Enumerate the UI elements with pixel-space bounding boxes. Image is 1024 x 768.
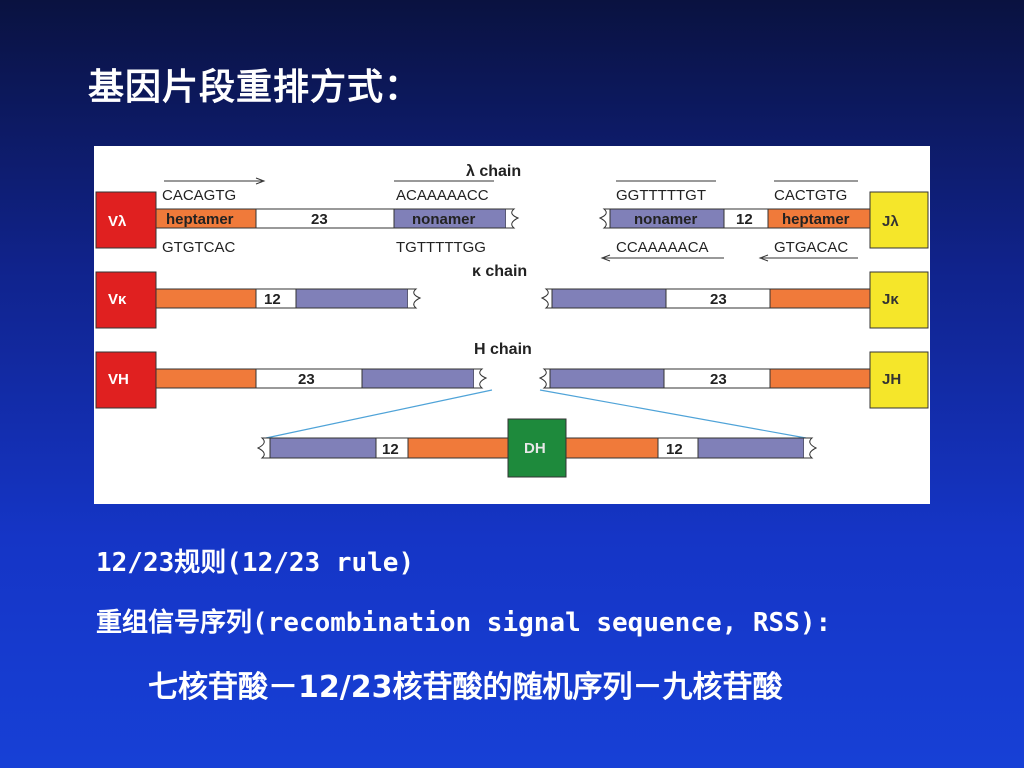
v-kappa-label: Vκ bbox=[108, 291, 127, 308]
arrow-bot-right2-head bbox=[758, 254, 769, 262]
break-lambda-right bbox=[598, 208, 610, 229]
spacer-12-kappa-label: 12 bbox=[264, 291, 281, 308]
break-d-left bbox=[256, 437, 270, 459]
rss-definition: 重组信号序列(recombination signal sequence, RS… bbox=[96, 608, 832, 638]
v-h-label: VH bbox=[108, 371, 129, 388]
j-lambda-segment bbox=[869, 191, 929, 249]
nonamer-right-label: nonamer bbox=[634, 211, 698, 228]
spacer-12-d-right-label: 12 bbox=[666, 441, 683, 458]
heptamer-kappa-left bbox=[155, 288, 257, 309]
v-lambda-segment bbox=[95, 191, 157, 249]
break-kappa-left bbox=[408, 288, 422, 309]
connector-left bbox=[265, 389, 493, 439]
break-h-left bbox=[474, 368, 488, 389]
spacer-23-kappa-label: 23 bbox=[710, 291, 727, 308]
nonamer-h-right bbox=[549, 368, 665, 389]
break-d-right bbox=[804, 437, 818, 459]
kappa-chain-label: κ chain bbox=[472, 263, 527, 280]
seq-top-left: CACAGTG bbox=[162, 187, 236, 204]
j-h-label: JH bbox=[882, 371, 901, 388]
nonamer-left-label: nonamer bbox=[412, 211, 476, 228]
nonamer-kappa-left bbox=[295, 288, 409, 309]
seq-top-right1: GGTTTTTGT bbox=[616, 187, 706, 204]
heptamer-d-left bbox=[407, 437, 509, 459]
connector-right bbox=[539, 389, 807, 439]
nonamer-d-right bbox=[697, 437, 805, 459]
break-kappa-right bbox=[540, 288, 552, 309]
rule-text: 12/23规则(12/23 rule) bbox=[96, 548, 415, 578]
heptamer-kappa-right bbox=[769, 288, 871, 309]
nonamer-h-left bbox=[361, 368, 475, 389]
heptamer-right-label: heptamer bbox=[782, 211, 850, 228]
d-h-segment bbox=[507, 418, 567, 478]
spacer-23-h-left-label: 23 bbox=[298, 371, 315, 388]
j-lambda-label: Jλ bbox=[882, 213, 899, 230]
break-h-right bbox=[538, 368, 550, 389]
slide-title: 基因片段重排方式： bbox=[88, 67, 422, 108]
seq-bot-left: GTGTCAC bbox=[162, 239, 235, 256]
j-kappa-label: Jκ bbox=[882, 291, 899, 308]
spacer-12-d-left-label: 12 bbox=[382, 441, 399, 458]
seq-top-mid: ACAAAAACC bbox=[396, 187, 489, 204]
spacer-12-lambda-label: 12 bbox=[736, 211, 753, 228]
seq-bot-right2: GTGACAC bbox=[774, 239, 848, 256]
v-lambda-label: Vλ bbox=[108, 213, 127, 230]
nonamer-kappa-right bbox=[551, 288, 667, 309]
nonamer-d-left bbox=[269, 437, 377, 459]
spacer-23-h-right-label: 23 bbox=[710, 371, 727, 388]
heptamer-h-left bbox=[155, 368, 257, 389]
heptamer-d-right bbox=[565, 437, 659, 459]
rss-structure: 七核苷酸－12/23核苷酸的随机序列－九核苷酸 bbox=[148, 670, 783, 705]
seq-bot-right1: CCAAAAACA bbox=[616, 239, 709, 256]
arrow-bot-right1-head bbox=[600, 254, 611, 262]
heptamer-h-right bbox=[769, 368, 871, 389]
h-chain-label: H chain bbox=[474, 341, 532, 358]
j-h-segment bbox=[869, 351, 929, 409]
d-h-label: DH bbox=[524, 440, 546, 457]
spacer-23-lambda-label: 23 bbox=[311, 211, 328, 228]
seq-top-right2: CACTGTG bbox=[774, 187, 847, 204]
lambda-chain-label: λ chain bbox=[466, 163, 521, 180]
j-kappa-segment bbox=[869, 271, 929, 329]
rss-diagram: λ chain CACAGTG ACAAAAACC GGTTTTTGT CACT… bbox=[94, 146, 930, 504]
arrow-top-left-head bbox=[255, 177, 266, 185]
break-lambda-left bbox=[506, 208, 520, 229]
seq-bot-mid: TGTTTTTGG bbox=[396, 239, 486, 256]
v-h-segment bbox=[95, 351, 157, 409]
heptamer-left-label: heptamer bbox=[166, 211, 234, 228]
